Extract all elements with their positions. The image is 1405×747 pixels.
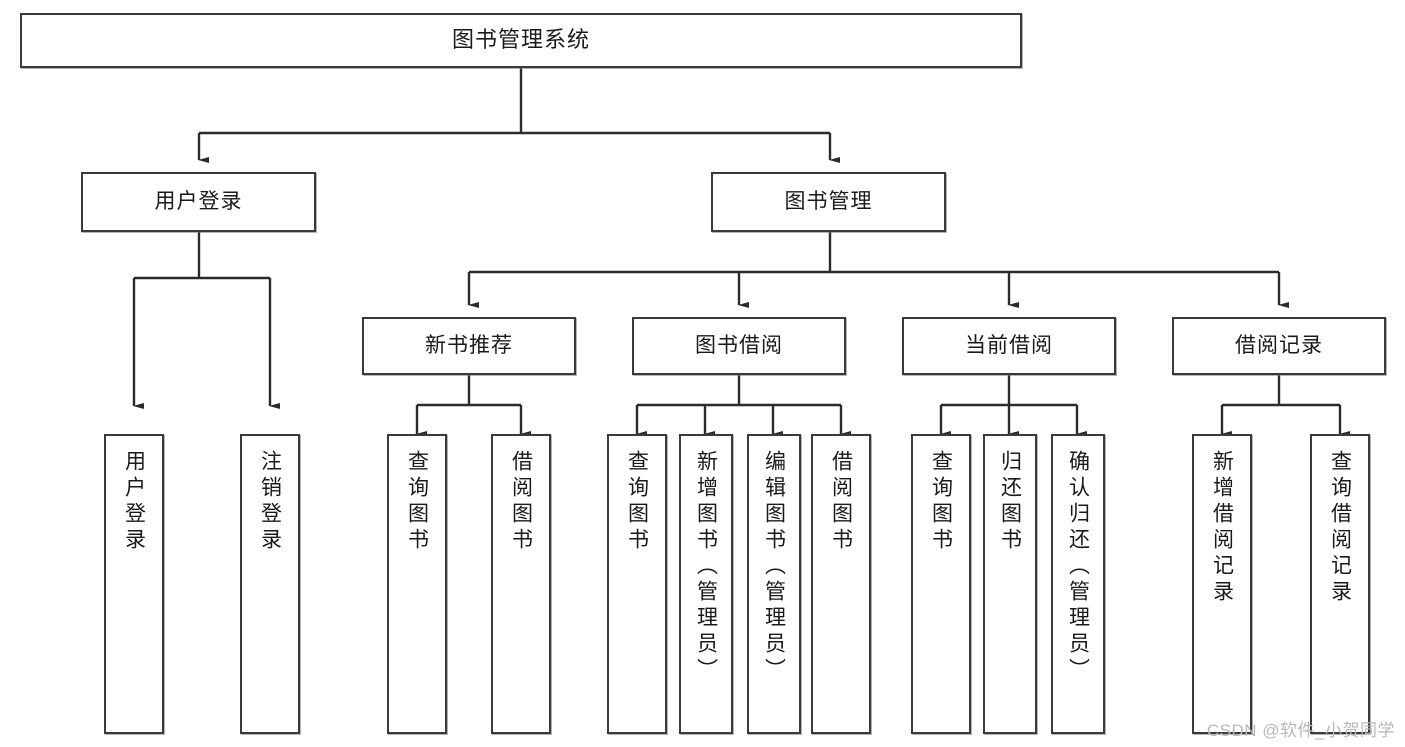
watermark-text: CSDN @软件_小贺同学 xyxy=(1206,721,1395,740)
node-leaf-borrow-book-2[interactable]: 借阅图书 xyxy=(811,434,871,734)
node-leaf-edit-book[interactable]: 编辑图书（管理员） xyxy=(747,434,801,734)
node-user-login-label: 用户登录 xyxy=(154,190,243,214)
node-user-login[interactable]: 用户登录 xyxy=(81,172,316,232)
node-leaf-query-book-3-label: 查询图书 xyxy=(929,450,953,554)
node-leaf-user-login-label: 用户登录 xyxy=(122,450,146,554)
node-current-borrow-label: 当前借阅 xyxy=(965,334,1053,358)
node-leaf-borrow-book-1-label: 借阅图书 xyxy=(509,450,533,554)
node-borrow-record-label: 借阅记录 xyxy=(1235,334,1323,358)
node-new-book-rec-label: 新书推荐 xyxy=(425,334,513,358)
node-leaf-add-record[interactable]: 新增借阅记录 xyxy=(1192,434,1252,734)
node-leaf-add-book[interactable]: 新增图书（管理员） xyxy=(679,434,733,734)
node-new-book-rec[interactable]: 新书推荐 xyxy=(362,317,576,375)
node-leaf-user-login[interactable]: 用户登录 xyxy=(104,434,164,734)
node-book-borrow[interactable]: 图书借阅 xyxy=(632,317,846,375)
node-leaf-confirm-return-label: 确认归还（管理员） xyxy=(1066,450,1090,684)
node-borrow-record[interactable]: 借阅记录 xyxy=(1172,317,1386,375)
node-leaf-query-book-2[interactable]: 查询图书 xyxy=(607,434,667,734)
node-leaf-add-record-label: 新增借阅记录 xyxy=(1210,450,1234,606)
node-leaf-borrow-book-1[interactable]: 借阅图书 xyxy=(491,434,551,734)
node-root[interactable]: 图书管理系统 xyxy=(20,13,1022,68)
node-book-manage-label: 图书管理 xyxy=(784,190,873,214)
node-root-label: 图书管理系统 xyxy=(451,27,590,53)
node-leaf-query-book-2-label: 查询图书 xyxy=(625,450,649,554)
node-leaf-return-book[interactable]: 归还图书 xyxy=(983,434,1037,734)
node-leaf-add-book-label: 新增图书（管理员） xyxy=(694,450,718,684)
node-leaf-query-book-3[interactable]: 查询图书 xyxy=(911,434,971,734)
node-leaf-edit-book-label: 编辑图书（管理员） xyxy=(762,450,786,684)
node-leaf-return-book-label: 归还图书 xyxy=(998,450,1022,554)
node-book-borrow-label: 图书借阅 xyxy=(695,334,783,358)
node-leaf-logout-login[interactable]: 注销登录 xyxy=(240,434,300,734)
node-leaf-borrow-book-2-label: 借阅图书 xyxy=(829,450,853,554)
node-leaf-query-book-1-label: 查询图书 xyxy=(405,450,429,554)
node-current-borrow[interactable]: 当前借阅 xyxy=(902,317,1116,375)
node-leaf-query-record-label: 查询借阅记录 xyxy=(1328,450,1352,606)
node-book-manage[interactable]: 图书管理 xyxy=(711,172,946,232)
node-leaf-query-record[interactable]: 查询借阅记录 xyxy=(1310,434,1370,734)
node-leaf-confirm-return[interactable]: 确认归还（管理员） xyxy=(1051,434,1105,734)
node-leaf-logout-login-label: 注销登录 xyxy=(258,450,282,554)
node-leaf-query-book-1[interactable]: 查询图书 xyxy=(387,434,447,734)
